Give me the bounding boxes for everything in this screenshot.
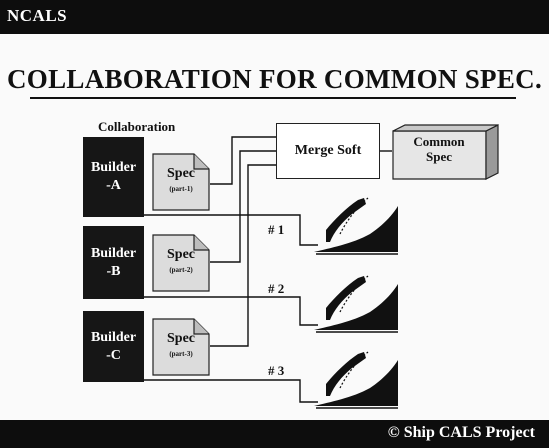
common-spec-line1: Common [394,134,484,149]
connector-builder-c-ship [144,380,318,402]
ship-1-number: # 1 [268,222,284,238]
spec-part-3-document: Spec (part-3) [152,318,210,376]
ship-1-icon [312,190,402,260]
ship-2-icon [312,268,402,338]
builder-a-suffix: -A [106,177,121,195]
common-spec-line2: Spec [394,149,484,164]
bottom-bar: © Ship CALS Project [0,420,549,448]
builder-b-suffix: -B [107,263,121,281]
document-icon [152,234,210,292]
connector-spec-b-merge [210,151,276,262]
spec-part-3-sublabel: (part-3) [152,350,210,358]
ship-2-number: # 2 [268,281,284,297]
document-icon [152,318,210,376]
connector-spec-a-merge [210,137,276,184]
merge-soft-box: Merge Soft [276,123,380,179]
common-spec-label: Common Spec [394,134,484,164]
builder-c-name: Builder [91,329,136,347]
connector-spec-c-merge [210,165,276,346]
builder-c-suffix: -C [106,347,121,365]
footer-credit: © Ship CALS Project [388,424,535,442]
ship-3-number: # 3 [268,363,284,379]
collaboration-label: Collaboration [98,119,175,135]
spec-part-2-document: Spec (part-2) [152,234,210,292]
spec-part-3-label: Spec [152,331,210,347]
spec-part-2-sublabel: (part-2) [152,266,210,274]
builder-a-name: Builder [91,159,136,177]
ship-3-icon [312,344,402,414]
builder-c-box: Builder -C [83,311,144,382]
common-spec-box: Common Spec [392,124,502,180]
builder-a-box: Builder -A [83,137,144,217]
spec-part-1-label: Spec [152,166,210,182]
document-icon [152,153,210,211]
builder-b-name: Builder [91,245,136,263]
spec-part-1-document: Spec (part-1) [152,153,210,211]
spec-part-2-label: Spec [152,247,210,263]
builder-b-box: Builder -B [83,226,144,299]
spec-part-1-sublabel: (part-1) [152,185,210,193]
